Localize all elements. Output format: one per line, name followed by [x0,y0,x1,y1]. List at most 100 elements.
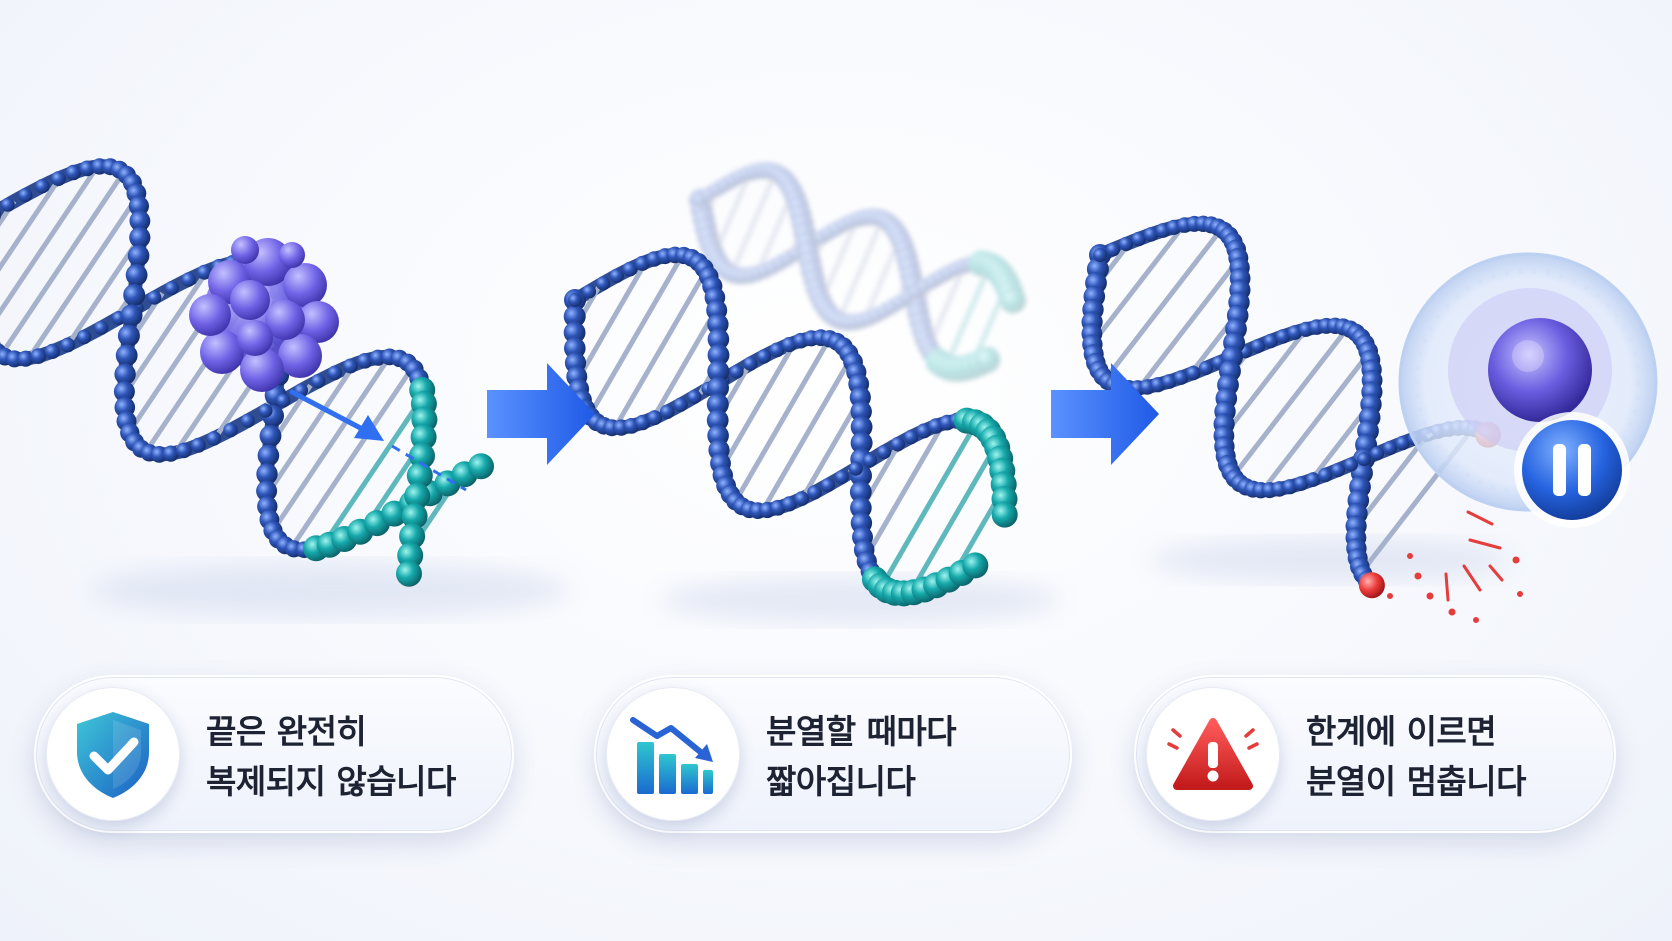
dna-bead [707,313,729,335]
dna-bead [673,397,688,412]
step-text: 끝은 완전히 복제되지 않습니다 [206,707,456,807]
dna-bead [206,431,222,446]
dna-bead [114,363,136,385]
dna-bead [1093,248,1107,262]
dna-base-pair [1137,257,1241,390]
dna-bead [706,409,729,432]
dna-base-pair [1090,223,1186,346]
dna-bead [147,290,162,305]
dna-bead [125,264,148,286]
dna-bead [876,444,892,460]
dna-base-pair [733,337,832,503]
dna-bead [1305,472,1321,487]
dna-bead [44,343,61,359]
dna-bead [60,337,76,353]
dna-bead [622,261,638,277]
dna-bead [94,320,109,335]
dna-backbone [693,163,1020,330]
dna-base-pair [1354,432,1430,529]
dna-base-pair [319,394,426,549]
dna-bead [1186,365,1201,381]
dna-bead [974,346,1001,373]
dna-bead [647,410,663,426]
dna-base-pair [755,190,795,275]
dna-base-pair [122,269,210,397]
dna-bead [807,485,822,500]
dna-base-pair [1103,227,1224,381]
dna-bead [1370,446,1385,461]
dna-base-pair [943,264,993,368]
dna-bead [223,422,238,438]
dna-bead [1106,242,1121,257]
dna-base-pair [800,396,863,500]
dna-base-pair [760,356,854,512]
dna-bead [401,503,428,530]
dna-bead [848,461,863,476]
dna-bead [196,264,212,280]
damage-sparks [1387,510,1523,623]
dna-base-pair [836,218,885,322]
dna-bead [999,287,1026,314]
bar-chart-decline-icon [630,717,713,794]
dna-bead [781,496,797,512]
dna-bead [409,442,435,469]
dna-bead [850,400,872,423]
dna-bead [1282,479,1298,495]
dna-bead [903,429,919,445]
step-text-line-1: 끝은 완전히 [206,712,367,751]
dna-bead [35,179,50,194]
dna-base-pair [264,362,357,497]
pause-icon [1514,412,1630,528]
step-text-line-2: 복제되지 않습니다 [206,762,456,801]
dna-bead [596,276,611,291]
dna-base-pair [879,421,979,588]
dna-bead [76,329,92,345]
dna-base-pair [0,170,126,357]
dna-bead [150,446,168,463]
dna-bead [707,328,730,351]
dna-bead [849,481,872,503]
dna-bead [259,425,282,447]
dna-bead [406,462,433,489]
dna-base-pair [65,236,142,347]
dna-bead [1118,236,1134,252]
dna-bead [256,480,278,502]
dna-bead [128,196,149,217]
dna-bead [1161,374,1177,389]
dna-bead [181,272,196,287]
dna-bead [568,293,582,307]
dna-bead [129,226,151,249]
dna-base-pair [289,365,415,550]
dna-bead [706,393,729,416]
dna-bead [820,478,836,493]
dna-bead [240,413,255,428]
dna-base-pair [729,171,778,275]
dna-bead [468,453,494,480]
dna-base-pair [0,165,100,317]
dna-bead [660,404,675,420]
warning-triangle-icon [1167,718,1259,790]
dna-bead [729,364,744,379]
dna-bead [609,268,624,283]
dna-bead [190,437,206,453]
dna-base-pair [587,253,685,417]
dna-bead [257,444,280,467]
dna-helix-shorter [563,246,1018,607]
step-card-1: 끝은 완전히 복제되지 않습니다 [34,675,514,833]
step-arrow-1 [487,363,595,465]
dna-bead [342,358,358,374]
dna-bead [794,491,809,507]
dna-bead [707,360,730,383]
dna-base-pair [862,237,903,321]
dna-bead [129,210,151,232]
dna-bead [769,342,785,358]
step-text: 분열할 때마다 짧아집니다 [766,707,957,807]
dna-helix-critical [1081,215,1502,599]
icon-badge [1146,687,1280,821]
dna-bead [117,324,140,347]
dna-bead [1330,462,1346,478]
dna-base-pair [1231,326,1350,478]
dna-bead [276,393,291,408]
dna-bead [634,414,651,431]
